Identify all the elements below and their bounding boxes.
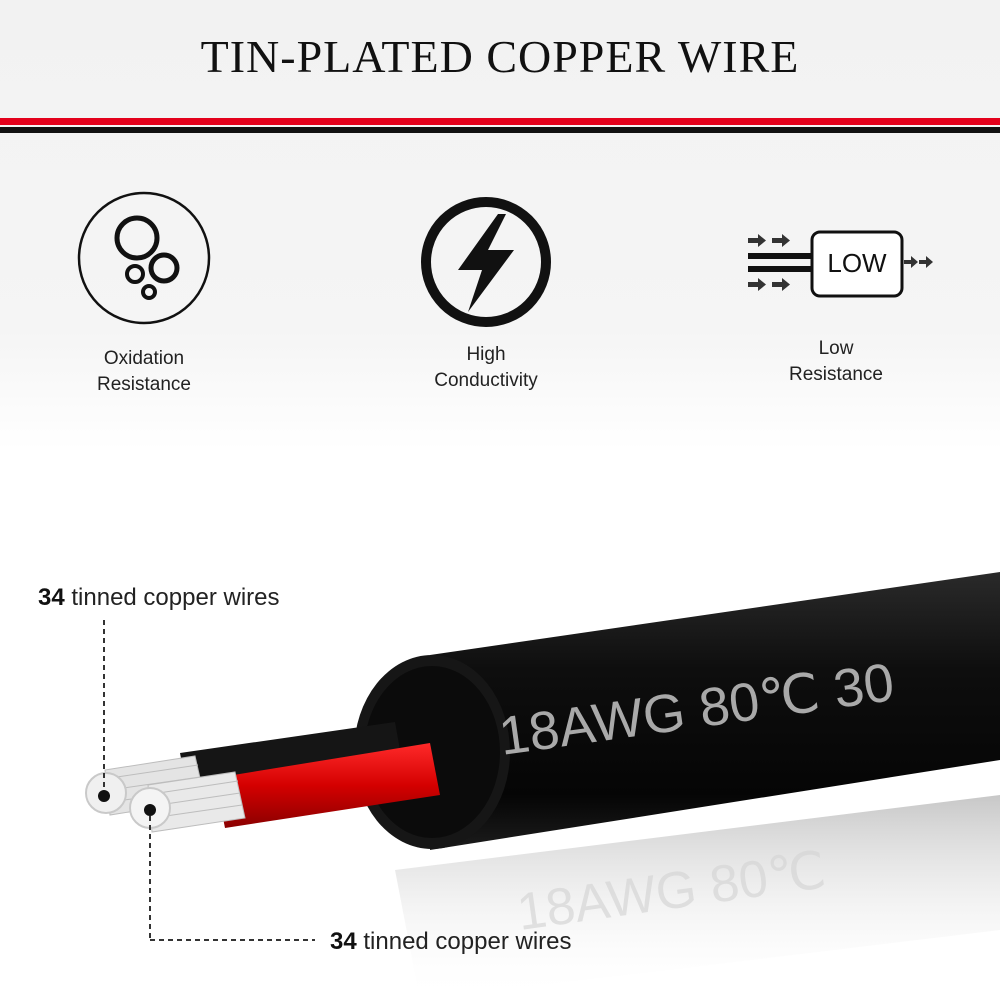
low-resistance-icon: LOW bbox=[748, 230, 933, 298]
feature-label-line2: Resistance bbox=[97, 374, 191, 395]
page-title: TIN-PLATED COPPER WIRE bbox=[200, 31, 800, 82]
lightning-icon bbox=[421, 197, 551, 327]
bubbles-icon bbox=[77, 191, 211, 325]
strand-marker-dot bbox=[98, 790, 110, 802]
feature-high-conductivity: High Conductivity bbox=[366, 192, 606, 394]
cable-reflection bbox=[395, 795, 1000, 1000]
feature-label-line2: Conductivity bbox=[434, 370, 538, 391]
red-stripe bbox=[0, 118, 1000, 125]
callout-bottom: 34 tinned copper wires bbox=[330, 928, 571, 956]
callout-text: tinned copper wires bbox=[64, 584, 280, 611]
red-conductor bbox=[215, 743, 440, 828]
callout-count: 34 bbox=[330, 928, 357, 955]
feature-label: High Conductivity bbox=[366, 342, 606, 394]
cable-jacket bbox=[430, 572, 1000, 850]
callout-text: tinned copper wires bbox=[356, 928, 572, 955]
feature-label: Oxidation Resistance bbox=[24, 346, 264, 398]
feature-low-resistance: LOW Low Resistance bbox=[716, 222, 956, 388]
cable-illustration: 18AWG 80℃ 18AWG 80℃ 30 bbox=[85, 572, 1000, 1000]
black-stripe bbox=[0, 127, 1000, 133]
low-label-text: LOW bbox=[827, 248, 887, 278]
callout-top: 34 tinned copper wires bbox=[38, 584, 279, 612]
header-background bbox=[0, 0, 1000, 460]
feature-label-line2: Resistance bbox=[789, 364, 883, 385]
feature-label: Low Resistance bbox=[716, 336, 956, 388]
feature-label-line1: Low bbox=[818, 338, 854, 359]
strand-marker-dot bbox=[144, 804, 156, 816]
callout-count: 34 bbox=[38, 584, 65, 611]
feature-oxidation-resistance: Oxidation Resistance bbox=[24, 188, 264, 398]
feature-label-line1: Oxidation bbox=[103, 348, 185, 369]
feature-label-line1: High bbox=[466, 344, 506, 365]
